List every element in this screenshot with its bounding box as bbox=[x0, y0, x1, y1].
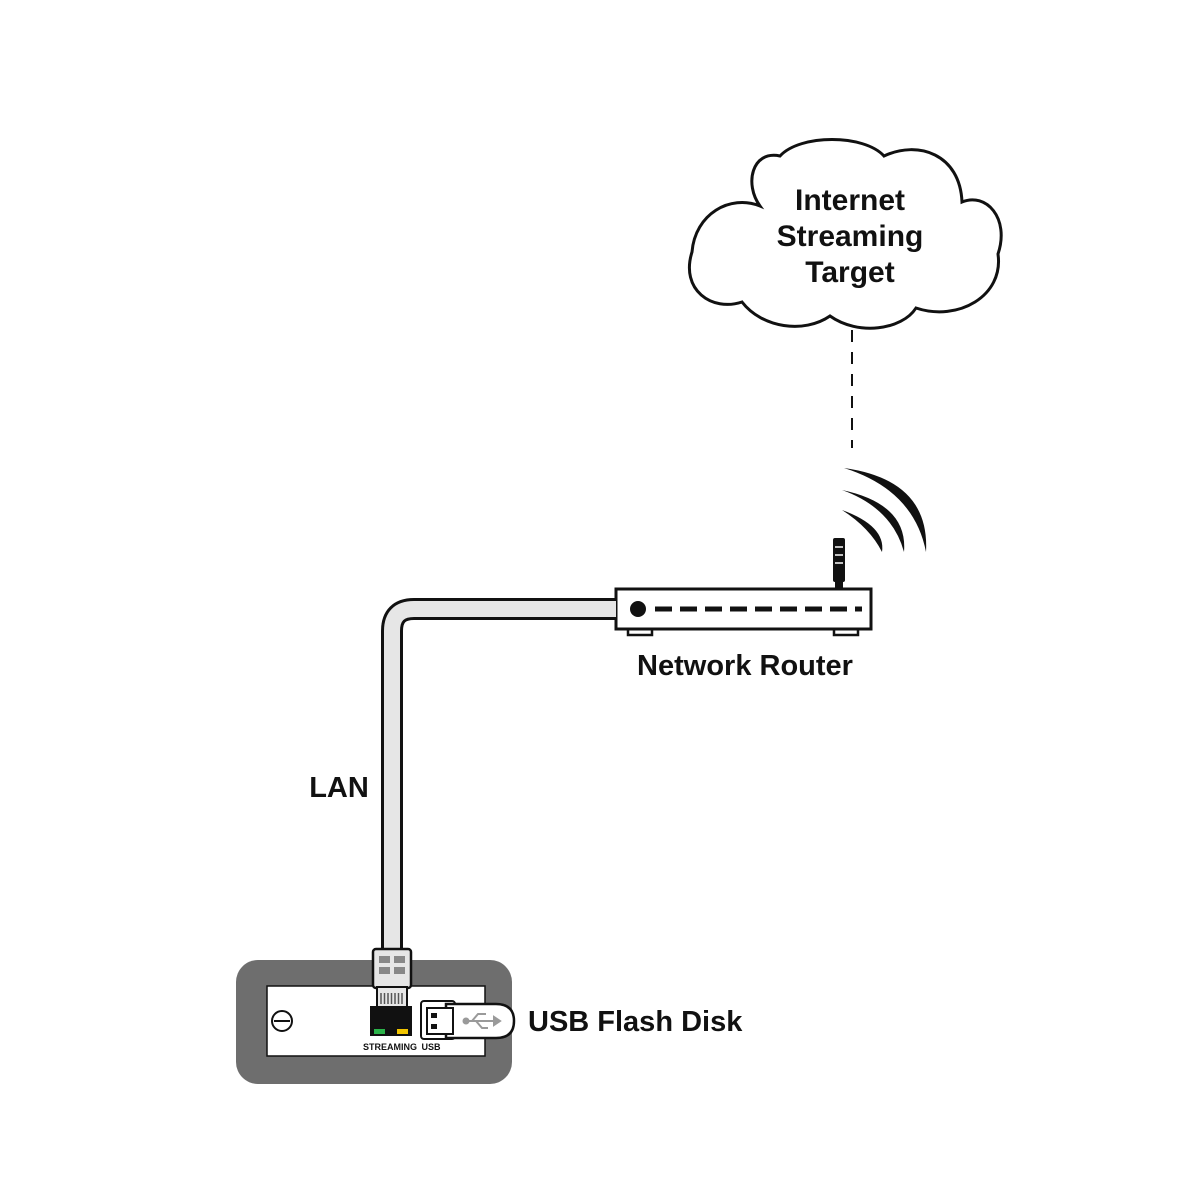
wifi-arc-outer bbox=[844, 468, 927, 552]
usb-stick-connector bbox=[426, 1007, 454, 1035]
network-router: Network Router bbox=[614, 538, 873, 682]
port-led-yellow bbox=[397, 1029, 408, 1034]
cloud-label-line2: Streaming bbox=[777, 220, 924, 253]
panel-screw-icon bbox=[271, 1010, 293, 1032]
streaming-port[interactable] bbox=[370, 1006, 412, 1036]
cloud-label-line1: Internet bbox=[795, 184, 905, 217]
internet-cloud: Internet Streaming Target bbox=[688, 138, 1003, 330]
usb-trident-icon bbox=[462, 1013, 502, 1029]
streaming-port-label: STREAMING bbox=[363, 1042, 417, 1052]
device-panel: STREAMING USB bbox=[236, 947, 516, 1084]
usb-flash-disk-label: USB Flash Disk bbox=[528, 1006, 743, 1038]
lan-cable-label: LAN bbox=[309, 772, 369, 804]
port-led-green bbox=[374, 1029, 385, 1034]
usb-port-label: USB bbox=[421, 1042, 441, 1052]
usb-flash-disk-icon bbox=[426, 1002, 516, 1040]
wifi-arc-inner bbox=[842, 510, 883, 552]
cloud-shape bbox=[688, 138, 1003, 330]
rj45-plug-icon bbox=[371, 947, 413, 1008]
antenna-icon bbox=[833, 538, 845, 590]
lan-cable: LAN bbox=[309, 598, 616, 950]
router-label: Network Router bbox=[637, 650, 853, 682]
cloud-label-line3: Target bbox=[805, 256, 894, 289]
lan-cable-line bbox=[381, 598, 616, 950]
plug-boot bbox=[371, 947, 413, 990]
router-power-led bbox=[630, 601, 646, 617]
wifi-signal-icon bbox=[842, 468, 927, 552]
wifi-arc-middle bbox=[842, 490, 905, 552]
